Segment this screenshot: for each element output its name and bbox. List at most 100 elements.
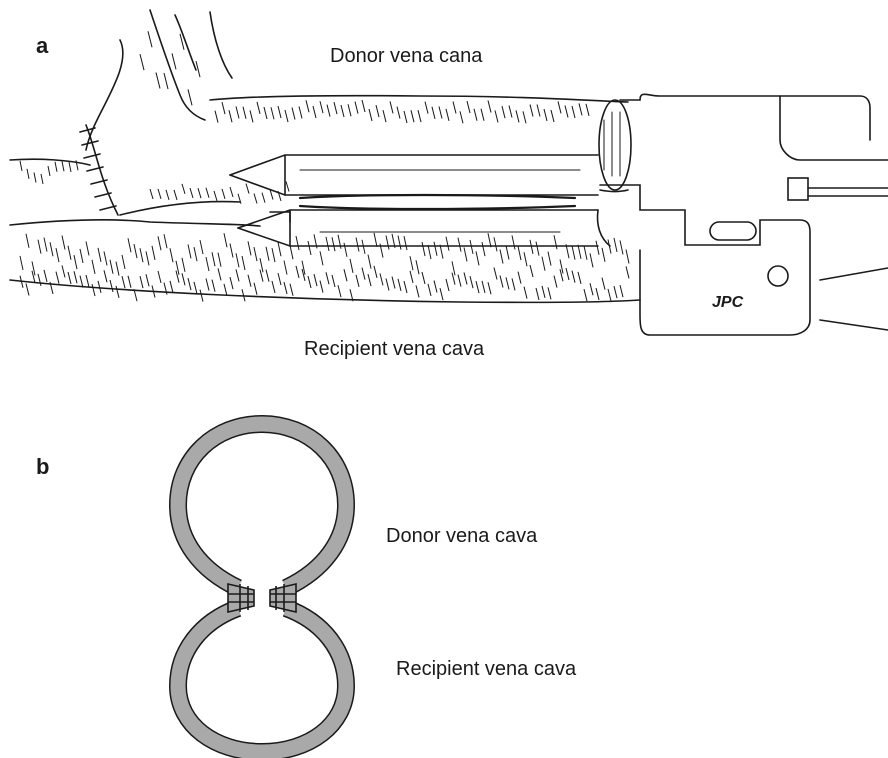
hatch-stroke: [590, 283, 593, 295]
hatch-stroke: [596, 241, 599, 255]
hatch-stroke: [355, 102, 358, 114]
hatch-stroke: [565, 105, 568, 117]
hatch-stroke: [56, 248, 59, 262]
hatch-stroke: [146, 251, 149, 265]
hatch-stroke: [218, 268, 221, 280]
hatch-stroke: [596, 288, 599, 300]
recipient-cava-bottom-edge: [10, 280, 640, 302]
hatch-stroke: [215, 111, 218, 123]
hatch-stroke: [530, 240, 533, 254]
hatch-stroke: [164, 234, 167, 248]
hatch-stroke: [536, 242, 539, 256]
hatch-stroke: [344, 243, 347, 257]
hatch-stroke: [229, 110, 232, 122]
hatch-stroke: [158, 271, 161, 283]
staple-junction-right: [270, 584, 296, 612]
hatch-stroke: [152, 246, 155, 260]
hatch-stroke: [246, 184, 249, 194]
hatch-stroke: [500, 250, 503, 264]
hatch-stroke: [626, 266, 629, 278]
hatch-stroke: [62, 161, 64, 171]
hatch-stroke: [495, 110, 498, 122]
hatch-stroke: [551, 110, 554, 122]
hatch-stroke: [458, 275, 461, 287]
hatch-stroke: [98, 248, 101, 262]
hatch-stroke: [104, 251, 107, 265]
hatch-stroke: [518, 272, 521, 284]
hatch-stroke: [474, 109, 477, 121]
hatch-stroke: [398, 279, 401, 291]
hatch-stroke: [404, 111, 407, 123]
hatch-stroke: [212, 280, 215, 292]
hatch-stroke: [334, 102, 337, 114]
hatch-stroke: [554, 235, 557, 249]
hatch-stroke: [230, 277, 233, 289]
donor-vena-cava-label-a: Donor vena cana: [330, 45, 482, 68]
hatch-stroke: [476, 281, 479, 293]
hatch-stroke: [172, 53, 176, 69]
hatch-stroke: [578, 272, 581, 284]
hatch-stroke: [170, 281, 173, 293]
hatch-stroke: [362, 100, 365, 112]
hatch-stroke: [174, 190, 177, 200]
hatch-stroke: [26, 283, 29, 295]
hatch-stroke: [271, 107, 274, 119]
hatch-stroke: [296, 236, 299, 250]
hatch-stroke: [470, 240, 473, 254]
hatch-stroke: [224, 284, 227, 296]
hatch-stroke: [626, 249, 629, 263]
hatch-stroke: [397, 107, 400, 119]
hatch-stroke: [500, 275, 503, 287]
hatch-stroke: [376, 105, 379, 117]
hatch-stroke: [242, 256, 245, 270]
hatch-stroke: [74, 271, 77, 283]
branch-inner-line: [175, 15, 196, 70]
hatch-stroke: [116, 286, 119, 298]
hatch-stroke: [368, 274, 371, 286]
hatch-stroke: [48, 166, 50, 176]
hatch-stroke: [458, 238, 461, 252]
hatch-stroke: [200, 240, 203, 254]
hatch-stroke: [578, 245, 581, 259]
hatch-stroke: [386, 236, 389, 250]
hatch-stroke: [62, 265, 65, 277]
cartridge-top-edge: [238, 210, 598, 228]
hatch-stroke: [230, 244, 233, 258]
hatch-stroke: [116, 262, 119, 276]
hatch-stroke: [338, 285, 341, 297]
branch-outline-left: [86, 40, 123, 150]
hatch-stroke: [188, 278, 191, 290]
hatch-stroke: [476, 251, 479, 265]
hatch-stroke: [460, 111, 463, 123]
hatch-stroke: [158, 236, 161, 250]
donor-vena-cava-label-b: Donor vena cava: [386, 525, 537, 548]
hatch-stroke: [182, 184, 185, 194]
hatch-stroke: [566, 268, 569, 280]
hatch-stroke: [56, 272, 59, 284]
hatch-stroke: [579, 103, 582, 115]
hatch-stroke: [434, 281, 437, 293]
stapler-mark: JPC: [712, 294, 743, 312]
hatch-stroke: [230, 187, 233, 197]
hatch-stroke: [98, 281, 101, 293]
hatch-stroke: [494, 237, 497, 251]
hatch-stroke: [620, 240, 623, 254]
hatch-stroke: [602, 248, 605, 262]
hatch-stroke: [27, 169, 29, 179]
hatch-stroke: [512, 278, 515, 290]
hatch-stroke: [530, 105, 533, 117]
hatch-stroke: [374, 266, 377, 278]
hatch-stroke: [290, 284, 293, 296]
hatch-stroke: [140, 276, 143, 288]
hatch-stroke: [620, 285, 623, 297]
hatch-stroke: [206, 257, 209, 271]
hatch-stroke: [488, 233, 491, 247]
hatch-stroke: [512, 235, 515, 249]
stapler-lever: [710, 222, 756, 240]
hatch-stroke: [386, 278, 389, 290]
hatch-stroke: [320, 281, 323, 293]
hatch-stroke: [572, 271, 575, 283]
hatch-stroke: [356, 275, 359, 287]
hatch-stroke: [222, 189, 225, 199]
stapler-pin: [788, 178, 808, 200]
